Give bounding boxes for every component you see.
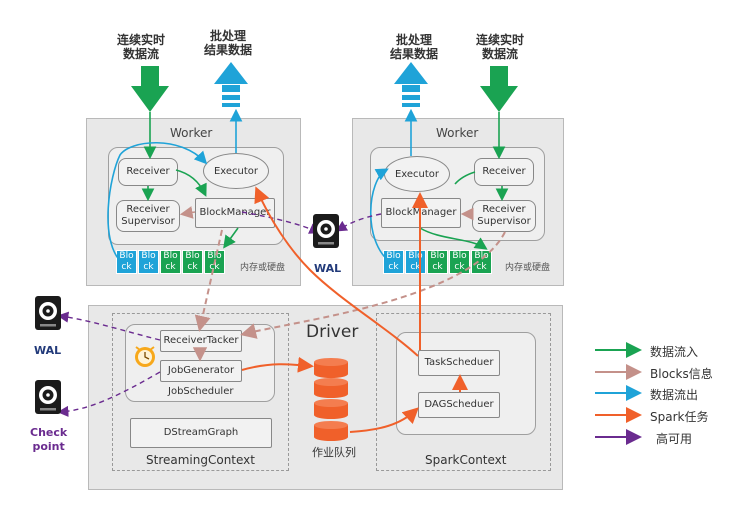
task-to-left-executor (254, 186, 419, 357)
job-queue-cylinders (314, 358, 348, 441)
job-scheduler-label: JobScheduler (168, 386, 234, 397)
left-output-big-arrow (214, 62, 248, 107)
checkpoint-disk-icon (35, 380, 61, 414)
legend-label-data-out: 数据流出 (650, 388, 699, 402)
wal-left-disk-icon (35, 296, 61, 330)
left-blockmanager-to-wal (241, 211, 321, 234)
checkpoint-label: Check point (30, 426, 68, 453)
right-output-label: 批处理 结果数据 (390, 33, 439, 61)
generator-to-queue (241, 356, 314, 373)
left-input-label: 连续实时 数据流 (117, 33, 166, 61)
clock-icon (135, 346, 155, 367)
legend-label-data-in: 数据流入 (650, 345, 699, 359)
worker-right-receiver-supervisor: Receiver Supervisor (472, 200, 536, 232)
worker-left-block-3: Blo ck (160, 250, 181, 274)
left-blocks-to-executor (107, 142, 208, 264)
spark-context-label: SparkContext (425, 453, 507, 467)
worker-left-block-4: Blo ck (182, 250, 203, 274)
driver-title: Driver (306, 322, 359, 342)
legend-label-high-availability: 高可用 (656, 432, 693, 446)
queue-cylinder-3 (314, 399, 348, 419)
right-output-big-arrow (394, 62, 428, 107)
left-blockmanager-to-blocks (223, 227, 239, 249)
worker-right-block-1: Blo ck (383, 250, 404, 274)
queue-cylinder-4 (314, 421, 348, 441)
right-blocks-info-to-tracker (240, 231, 506, 339)
right-input-big-arrow (480, 66, 518, 112)
wal-left-label: WAL (34, 344, 62, 357)
queue-cylinder-2 (314, 378, 348, 398)
worker-right-executor: Executor (384, 156, 450, 192)
dag-scheduler: DAGScheduer (418, 392, 500, 418)
left-receiver-to-blockmanager (175, 169, 207, 197)
worker-right-storage-label: 内存或硬盘 (505, 263, 551, 273)
right-blockmanager-to-blocks (419, 227, 488, 250)
queue-cylinder-1 (314, 358, 348, 378)
task-scheduler: TaskScheduer (418, 350, 500, 376)
wal-center-disk-icon (313, 214, 339, 248)
right-receiver-executor-link (454, 171, 476, 185)
wal-center-label: WAL (314, 262, 342, 275)
streaming-context-area (112, 313, 289, 471)
right-blocks-to-executor (370, 168, 391, 263)
right-input-label: 连续实时 数据流 (476, 33, 525, 61)
queue-to-dag (349, 407, 419, 433)
right-blockmanager-to-wal (335, 213, 382, 232)
worker-left-executor: Executor (203, 153, 269, 189)
worker-left-storage-label: 内存或硬盘 (240, 263, 286, 273)
job-queue-label: 作业队列 (312, 446, 356, 459)
worker-left-block-1: Blo ck (116, 250, 137, 274)
worker-right-block-4: Blo ck (449, 250, 470, 274)
left-blockmanager-to-supervisor (179, 206, 196, 219)
tracker-to-wal (57, 311, 161, 341)
worker-right-block-3: Blo ck (427, 250, 448, 274)
streaming-context-label: StreamingContext (146, 453, 255, 467)
spark-context-area (376, 313, 551, 471)
worker-left-title: Worker (170, 126, 213, 140)
left-blocks-info-to-tracker (194, 229, 223, 332)
dstream-graph: DStreamGraph (130, 418, 272, 448)
legend-label-spark-task: Spark任务 (650, 410, 709, 424)
legend-label-blocks-info: Blocks信息 (650, 367, 713, 381)
left-input-big-arrow (131, 66, 169, 112)
left-output-label: 批处理 结果数据 (204, 29, 253, 57)
worker-right-title: Worker (436, 126, 479, 140)
worker-left-block-2: Blo ck (138, 250, 159, 274)
generator-to-checkpoint (57, 371, 161, 418)
